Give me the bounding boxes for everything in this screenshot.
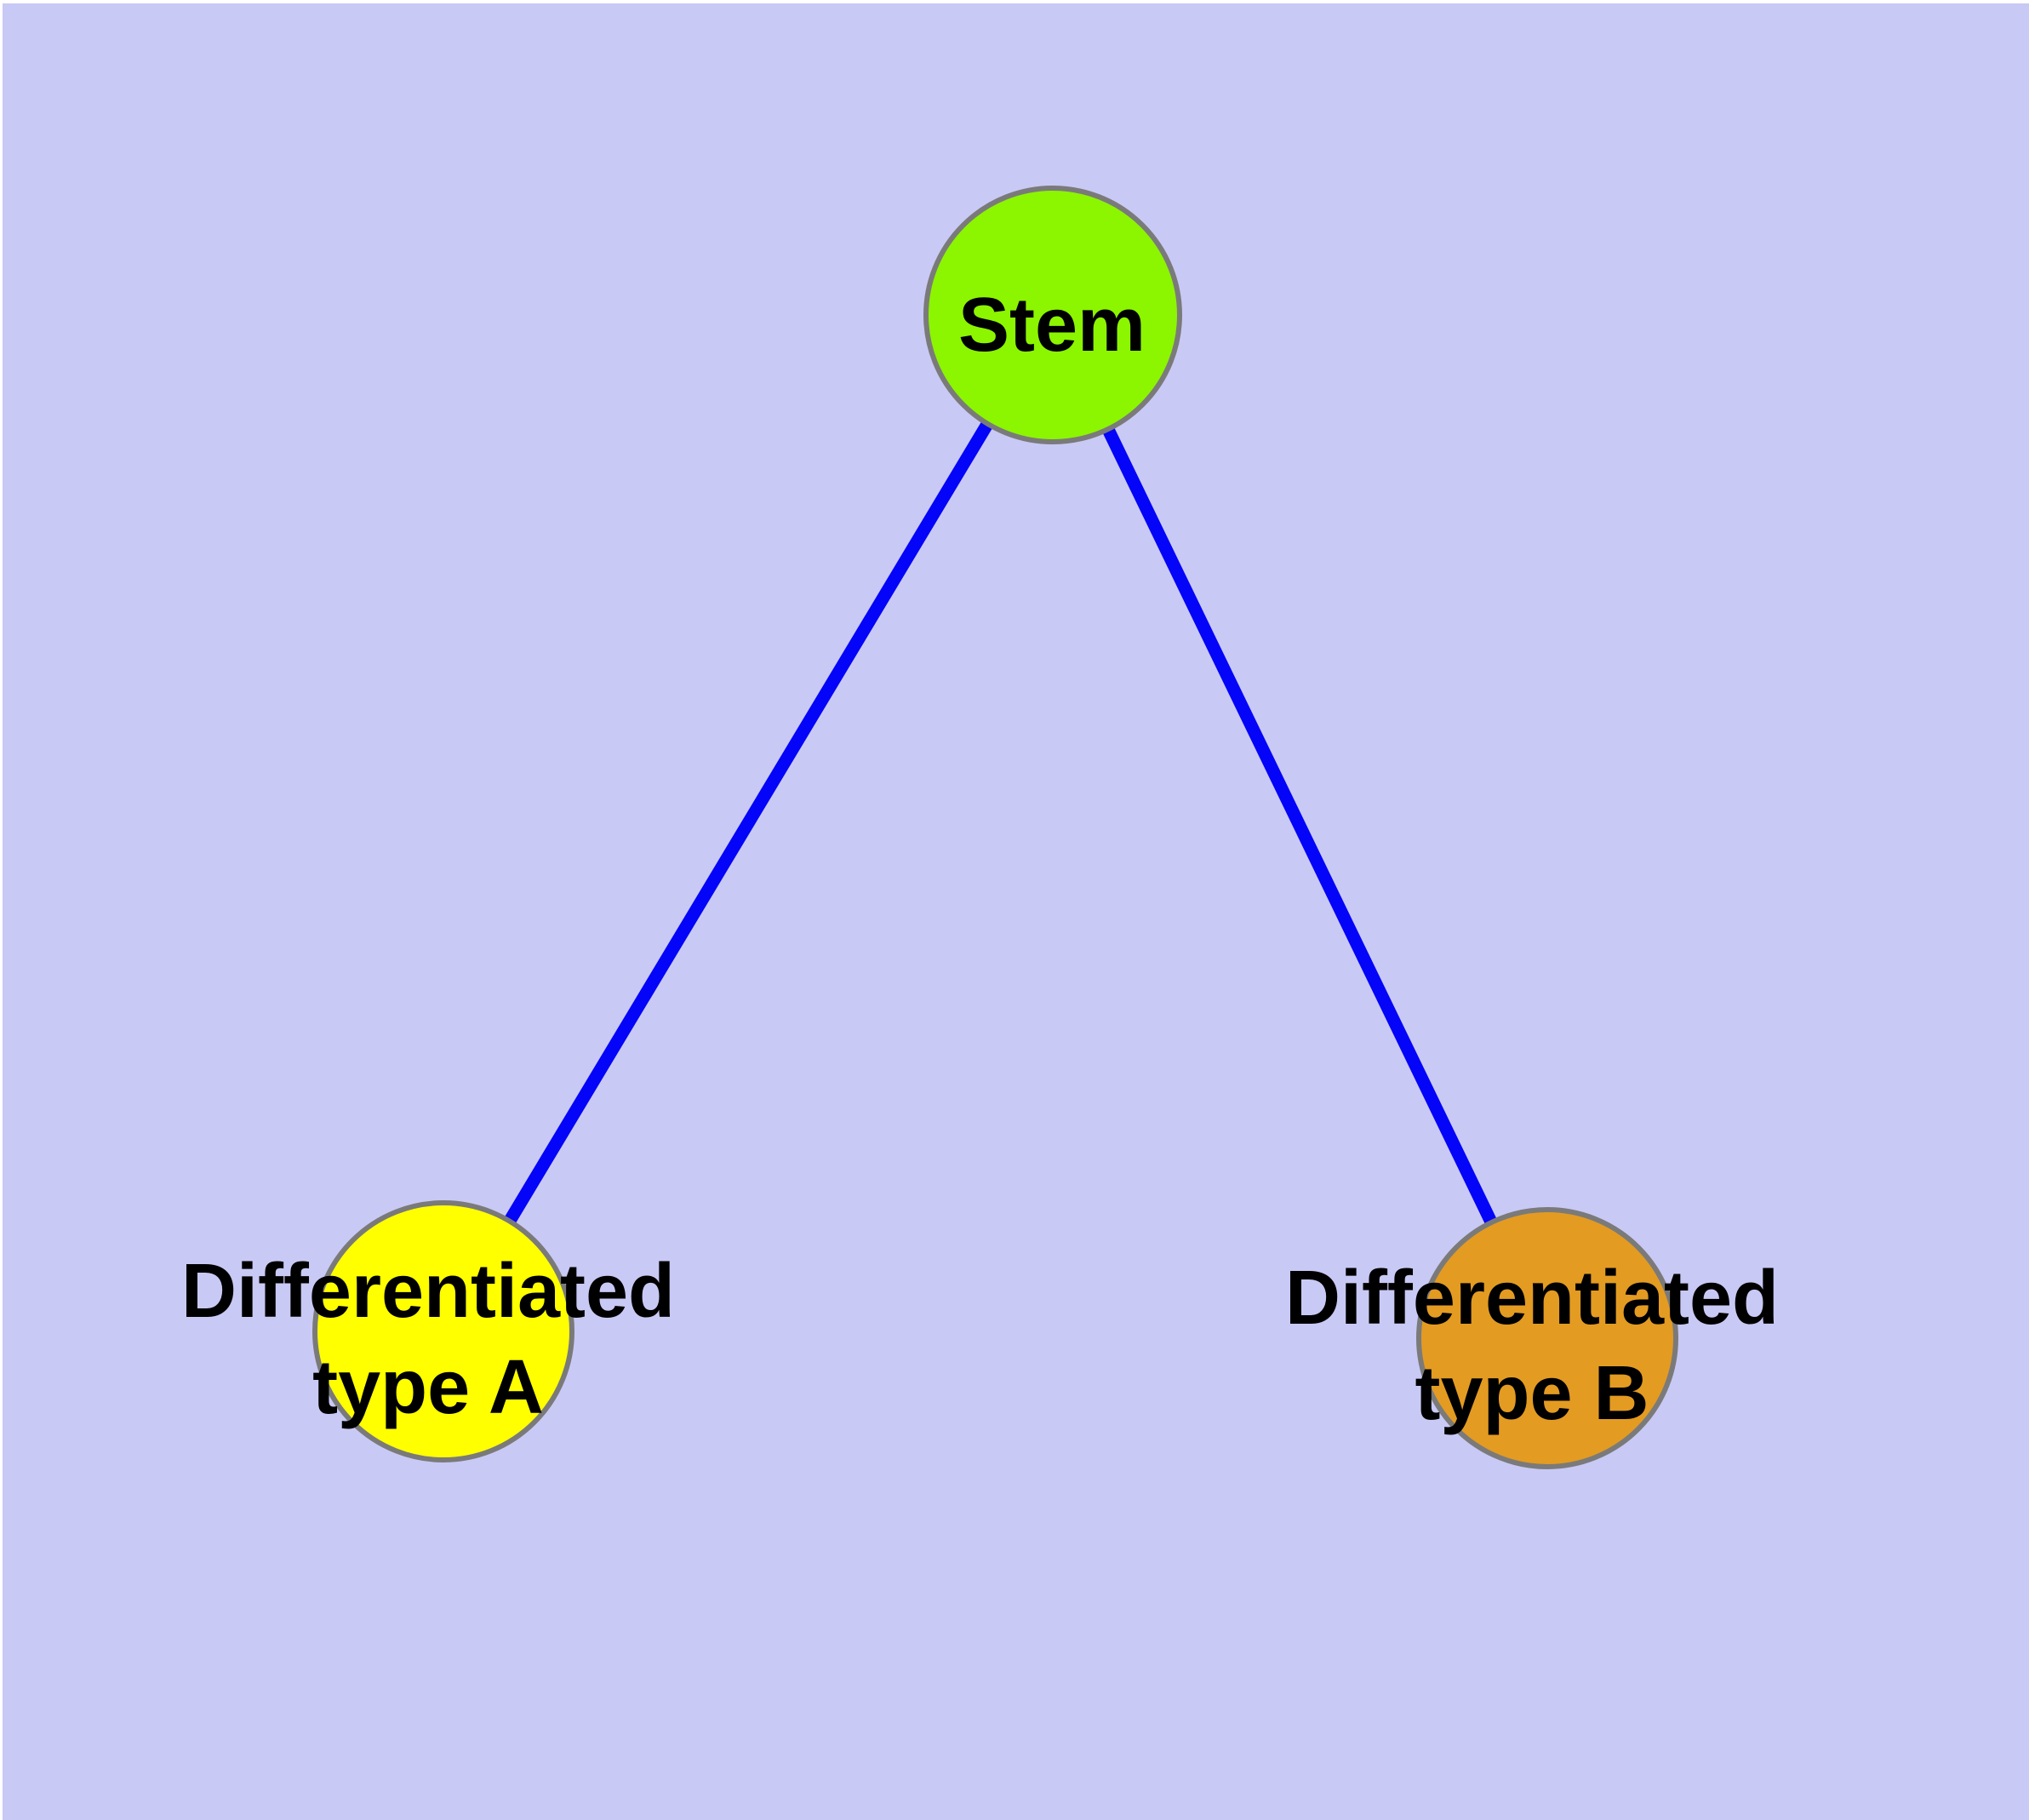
node-type-b-circle bbox=[1416, 1207, 1678, 1469]
node-stem-label: Stem bbox=[958, 283, 1146, 368]
node-type-a-label-line1: Differentiated bbox=[181, 1249, 675, 1334]
node-type-b-label-line1: Differentiated bbox=[1285, 1256, 1779, 1341]
node-type-a-circle bbox=[312, 1200, 574, 1462]
node-type-a-label-line2: type A bbox=[312, 1345, 544, 1430]
edge-stem-to-type-b bbox=[1047, 312, 1553, 1342]
node-stem-circle bbox=[923, 186, 1182, 444]
node-type-b-label-line2: type B bbox=[1415, 1351, 1649, 1436]
edge-stem-to-type-a bbox=[437, 312, 1059, 1335]
